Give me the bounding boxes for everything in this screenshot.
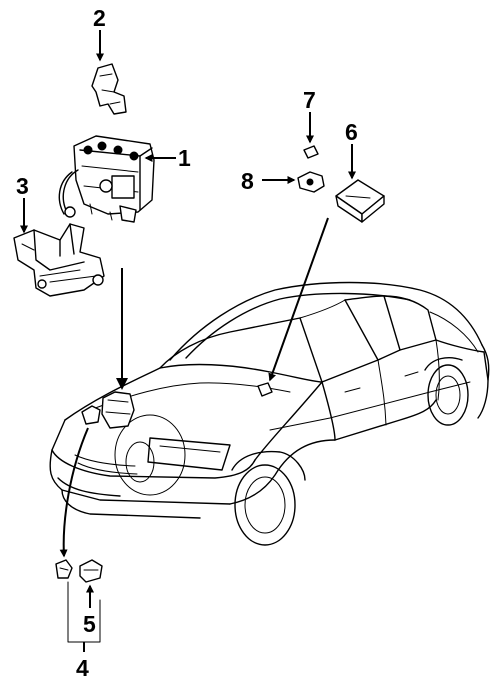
leader-lines	[20, 30, 356, 652]
car-illustration	[49, 281, 490, 546]
part-6-control-module	[335, 179, 385, 223]
part-1-abs-actuator	[58, 135, 155, 223]
part-3-bracket	[13, 223, 105, 297]
part-7-clip	[303, 145, 319, 159]
callout-8: 8	[241, 168, 254, 194]
callout-6: 6	[345, 119, 358, 145]
part-2-bracket	[91, 63, 127, 115]
part-8-sensor	[297, 171, 325, 193]
part-5-relay	[79, 559, 103, 583]
callout-3: 3	[16, 173, 29, 199]
callout-labels: 2 1 3 7 6 8 5 4	[16, 5, 358, 681]
callout-4: 4	[76, 655, 89, 681]
callout-7: 7	[303, 87, 316, 113]
callout-1: 1	[178, 145, 191, 171]
callout-2: 2	[93, 5, 106, 31]
callout-5: 5	[83, 611, 96, 637]
part-4-clip	[55, 559, 73, 579]
